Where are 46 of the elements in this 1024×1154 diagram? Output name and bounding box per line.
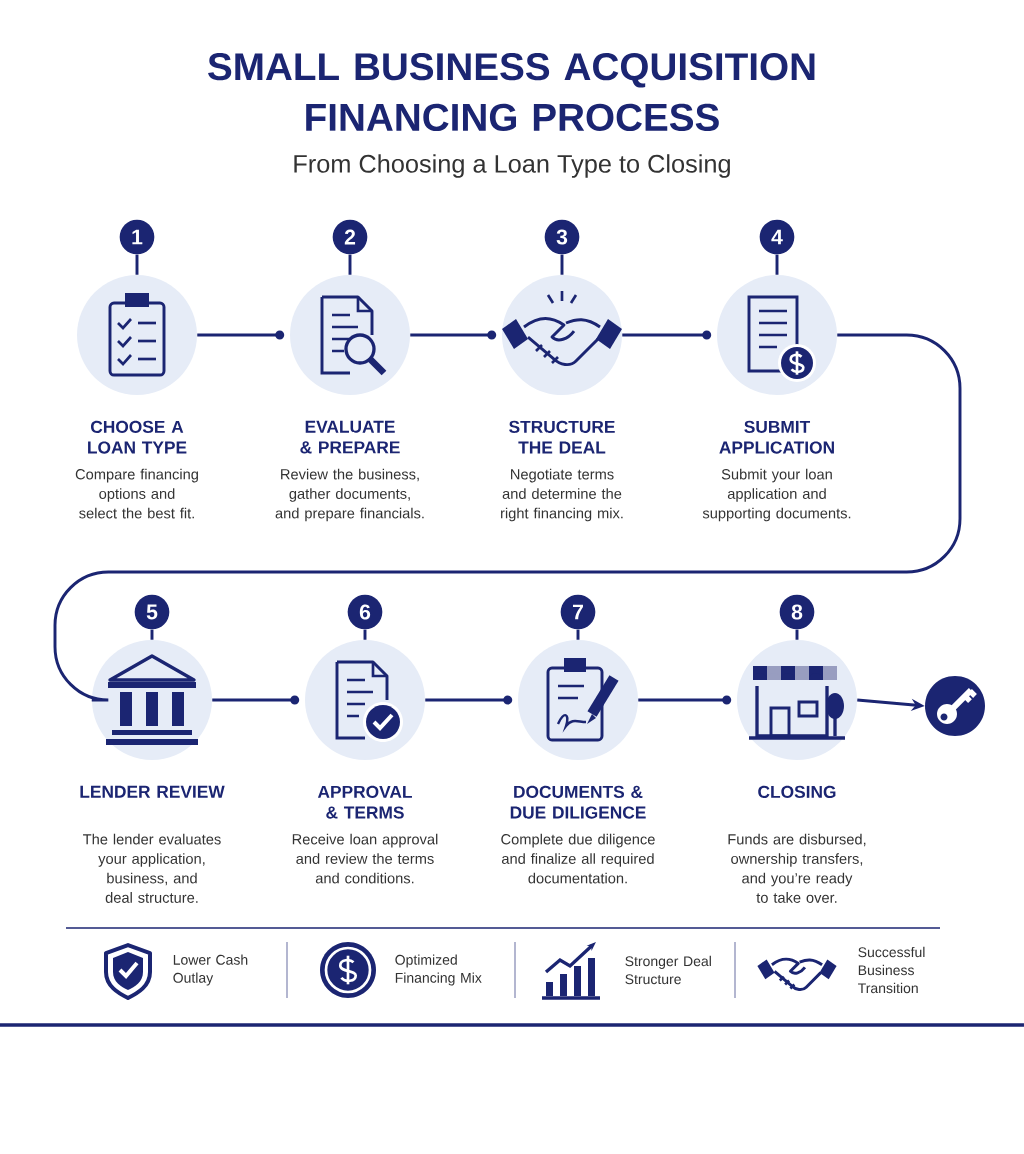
connector xyxy=(363,629,367,640)
step-title: EVALUATE & PREPARE xyxy=(300,420,400,454)
connector xyxy=(425,695,513,705)
connector xyxy=(622,330,712,340)
step-description: The lender evaluates your application, business, and deal structure. xyxy=(83,833,221,903)
connector xyxy=(795,629,799,640)
connector xyxy=(410,330,497,340)
step-description: Complete due diligence and finalize all required documentation. xyxy=(501,833,655,884)
number-badge: 4 xyxy=(759,219,795,255)
connector xyxy=(560,254,564,275)
connector xyxy=(638,695,732,705)
connector xyxy=(53,333,962,702)
subtitle: From Choosing a Loan Type to Closing xyxy=(294,154,730,178)
number-badge: 8 xyxy=(779,594,815,630)
benefit-text: Stronger Deal Structure xyxy=(625,955,711,985)
benefit-text: Lower Cash Outlay xyxy=(173,954,248,986)
step-title: CLOSING xyxy=(758,785,836,798)
step-title: LENDER REVIEW xyxy=(80,785,225,798)
step-description: Funds are disbursed, ownership transfers, and you’re ready to take over. xyxy=(728,833,866,903)
connector xyxy=(576,629,580,640)
connector xyxy=(775,254,779,275)
step-description: Negotiate terms and determine the right financing mix. xyxy=(501,468,623,522)
connector xyxy=(150,629,154,640)
title: SMALL BUSINESS ACQUISITION FINANCING PROCESS xyxy=(208,53,815,132)
step-title: CHOOSE A LOAN TYPE xyxy=(88,420,187,454)
number-badge: 6 xyxy=(347,594,383,630)
step-title: STRUCTURE THE DEAL xyxy=(509,420,615,454)
connector xyxy=(135,254,139,275)
number-badge: 2 xyxy=(332,219,368,255)
connector xyxy=(348,254,352,275)
benefit-text: Successful Business Transition xyxy=(858,946,925,994)
number-badge: 3 xyxy=(544,219,580,255)
connector xyxy=(197,330,285,340)
step-title: SUBMIT APPLICATION xyxy=(719,420,834,454)
step-title: APPROVAL & TERMS xyxy=(317,785,412,819)
number-badge: 5 xyxy=(134,594,170,630)
step-title: DOCUMENTS & DUE DILIGENCE xyxy=(510,785,646,819)
benefit-text: Optimized Financing Mix xyxy=(395,954,482,986)
number-badge: 1 xyxy=(119,219,155,255)
key-circle xyxy=(925,676,985,736)
connector xyxy=(212,695,300,705)
step-description: Compare financing options and select the best fit. xyxy=(75,468,198,519)
step-description: Submit your loan application and supporting documents. xyxy=(702,468,851,522)
step-description: Receive loan approval and review the terms and conditions. xyxy=(292,833,438,884)
number-badge: 7 xyxy=(560,594,596,630)
step-description: Review the business, gather documents, and prepare financials. xyxy=(275,468,424,522)
